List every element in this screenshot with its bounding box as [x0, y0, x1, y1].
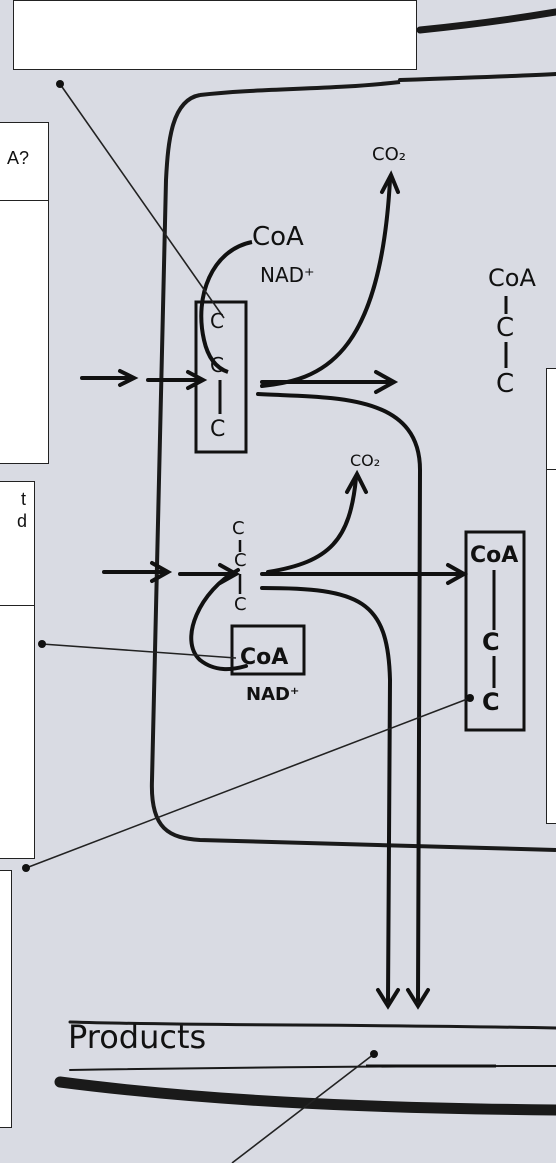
coa-label-right-bottom: CoA: [470, 543, 518, 568]
carbon-chain-right-bottom: C C: [482, 570, 500, 716]
co2-label-top: CO₂: [372, 144, 406, 165]
box-divider: [0, 200, 48, 201]
carbon-atom: C: [210, 309, 224, 333]
box-text-fragment: A?: [7, 147, 29, 169]
answer-box-1[interactable]: [13, 0, 417, 70]
carbon-chain-top: C C C: [210, 309, 225, 442]
carbon-atom: C: [234, 594, 247, 615]
coa-label-bottom: CoA: [240, 645, 288, 670]
answer-box-4[interactable]: t d: [0, 481, 35, 859]
carbon-atom: C: [496, 313, 514, 343]
carbon-atom: C: [496, 369, 514, 399]
answer-box-3[interactable]: [546, 368, 556, 824]
box-divider: [547, 469, 556, 470]
nad-label-bottom: NAD⁺: [246, 684, 299, 705]
carbon-atom: C: [482, 628, 500, 656]
carbon-chain-middle: C C C: [232, 518, 247, 615]
box-text-fragment: d: [17, 510, 27, 532]
cofactor-arrow-top: [201, 242, 252, 372]
pointer-dots: [22, 80, 474, 1058]
arrows-top: [82, 175, 420, 1000]
carbon-atom: C: [482, 688, 500, 716]
pointer-lines: [26, 84, 470, 1163]
carbon-chain-right-top: C C: [496, 296, 514, 399]
carbon-atom: C: [210, 353, 224, 377]
answer-box-5[interactable]: [0, 870, 12, 1128]
carbon-atom: C: [232, 518, 245, 539]
box-text-fragment: t: [21, 488, 26, 510]
answer-box-2[interactable]: A?: [0, 122, 49, 464]
coa-label-top: CoA: [252, 222, 304, 252]
carbon-atom: C: [234, 550, 247, 571]
carbon-atom: C: [210, 417, 225, 442]
nad-label-top: NAD⁺: [260, 263, 315, 287]
co2-label-mid: CO₂: [350, 451, 380, 470]
coa-label-right-top: CoA: [488, 264, 536, 292]
arrow-heads-products: [378, 990, 428, 1006]
products-label: Products: [68, 1018, 206, 1056]
box-divider: [0, 605, 34, 606]
